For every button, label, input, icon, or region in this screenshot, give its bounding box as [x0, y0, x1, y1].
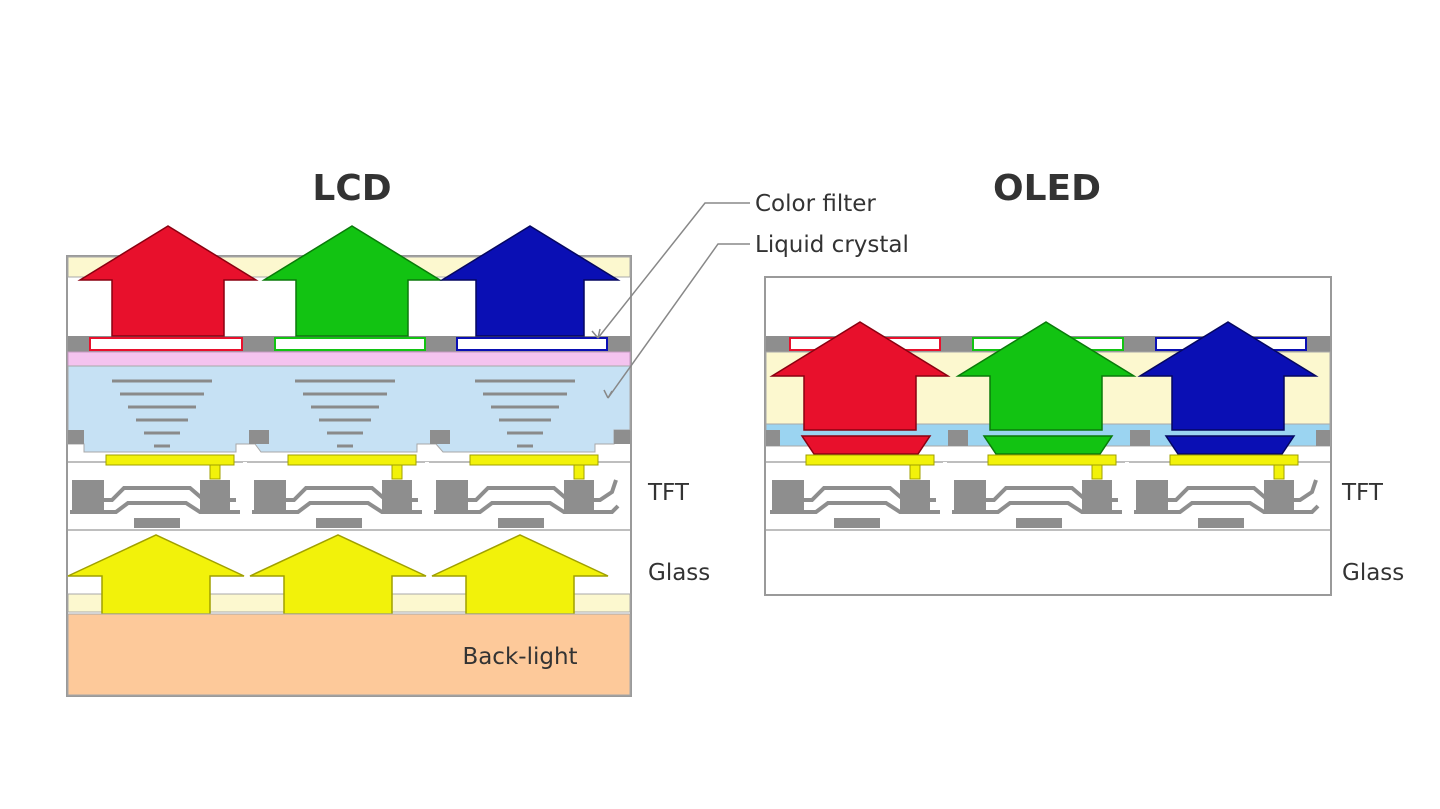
- lcd-title: LCD: [312, 168, 391, 209]
- lcd-tft-cell-1: [70, 454, 240, 528]
- oled-green-arrow: [955, 321, 1137, 431]
- lcd-lc-molecules-2: [295, 379, 395, 448]
- lcd-lc-molecules-1: [112, 379, 212, 448]
- oled-red-arrow: [769, 321, 951, 431]
- lcd-stack: Back-light: [66, 225, 632, 697]
- lcd-green-filter: [274, 337, 426, 351]
- lcd-red-arrow: [77, 225, 259, 337]
- lcd-pink-layer: [67, 351, 631, 367]
- glass-label-oled: Glass: [1342, 560, 1404, 586]
- lcd-blue-arrow: [439, 225, 621, 337]
- lcd-red-filter: [89, 337, 243, 351]
- lcd-tft-cell-2: [252, 454, 422, 528]
- color-filter-label: Color filter: [755, 191, 876, 217]
- liquid-crystal-label: Liquid crystal: [755, 232, 909, 258]
- lcd-cell-separators: [243, 462, 429, 530]
- tft-label-lcd: TFT: [647, 480, 690, 506]
- oled-tft-cell-2: [952, 454, 1122, 528]
- oled-tft-cell-1: [770, 454, 940, 528]
- lcd-yellow-arrows: [67, 534, 609, 615]
- lcd-lc-molecules-3: [475, 379, 575, 448]
- oled-title: OLED: [993, 168, 1101, 209]
- oled-stack: [764, 276, 1332, 596]
- lcd-liquid-crystal-layer: [67, 365, 631, 453]
- backlight-label: Back-light: [462, 644, 577, 670]
- tft-label-oled: TFT: [1341, 480, 1384, 506]
- oled-red-emitter: [800, 435, 932, 455]
- oled-green-emitter: [982, 435, 1114, 455]
- glass-label-lcd: Glass: [648, 560, 710, 586]
- lcd-backlight: [67, 613, 631, 696]
- oled-tft-cell-3: [1134, 454, 1320, 528]
- oled-blue-emitter: [1164, 435, 1296, 455]
- lcd-tft-cell-3: [434, 454, 620, 528]
- lcd-blue-filter: [456, 337, 608, 351]
- callouts: Color filter Liquid crystal: [591, 191, 909, 399]
- lcd-green-arrow: [261, 225, 443, 337]
- oled-blue-arrow: [1137, 321, 1319, 431]
- lcd-spacers: [68, 430, 630, 444]
